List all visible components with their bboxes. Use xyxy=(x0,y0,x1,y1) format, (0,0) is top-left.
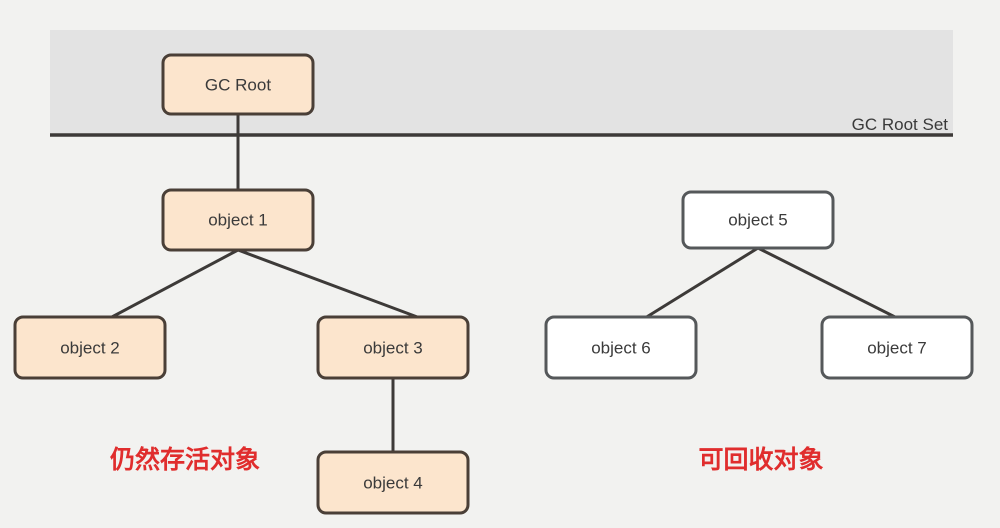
garbage-objects-annotation: 可回收对象 xyxy=(698,445,823,474)
edge-object-5-to-object-7 xyxy=(757,246,898,320)
edge-object-5-to-object-6 xyxy=(644,246,759,320)
node-object-4-box[interactable] xyxy=(316,450,470,515)
node-object-1[interactable]: object 1 xyxy=(161,188,315,252)
node-object-4-label: object 4 xyxy=(363,473,423,492)
node-object-2-box[interactable] xyxy=(13,315,167,380)
node-object-5[interactable]: object 5 xyxy=(681,190,835,250)
node-object-7[interactable]: object 7 xyxy=(820,315,974,380)
node-object-3[interactable]: object 3 xyxy=(316,315,470,380)
node-object-3-box[interactable] xyxy=(316,315,470,380)
node-object-2-label: object 2 xyxy=(60,338,120,357)
gc-root-set-label: GC Root Set xyxy=(852,115,949,134)
node-object-3-label: object 3 xyxy=(363,338,423,357)
node-gc-root-label: GC Root xyxy=(205,75,271,94)
edge-object-1-to-object-2 xyxy=(109,248,239,320)
node-object-6-label: object 6 xyxy=(591,338,651,357)
node-object-2[interactable]: object 2 xyxy=(13,315,167,380)
node-object-1-label: object 1 xyxy=(208,210,268,229)
node-object-1-box[interactable] xyxy=(161,188,315,252)
node-object-5-box[interactable] xyxy=(681,190,835,250)
node-gc-root-box[interactable] xyxy=(161,53,315,116)
node-gc-root[interactable]: GC Root xyxy=(161,53,315,116)
node-object-7-box[interactable] xyxy=(820,315,974,380)
node-object-4[interactable]: object 4 xyxy=(316,450,470,515)
alive-objects-annotation: 仍然存活对象 xyxy=(110,445,260,474)
node-object-7-label: object 7 xyxy=(867,338,927,357)
node-object-6-box[interactable] xyxy=(544,315,698,380)
node-object-6[interactable]: object 6 xyxy=(544,315,698,380)
edge-object-1-to-object-3 xyxy=(237,248,421,320)
node-object-5-label: object 5 xyxy=(728,210,788,229)
